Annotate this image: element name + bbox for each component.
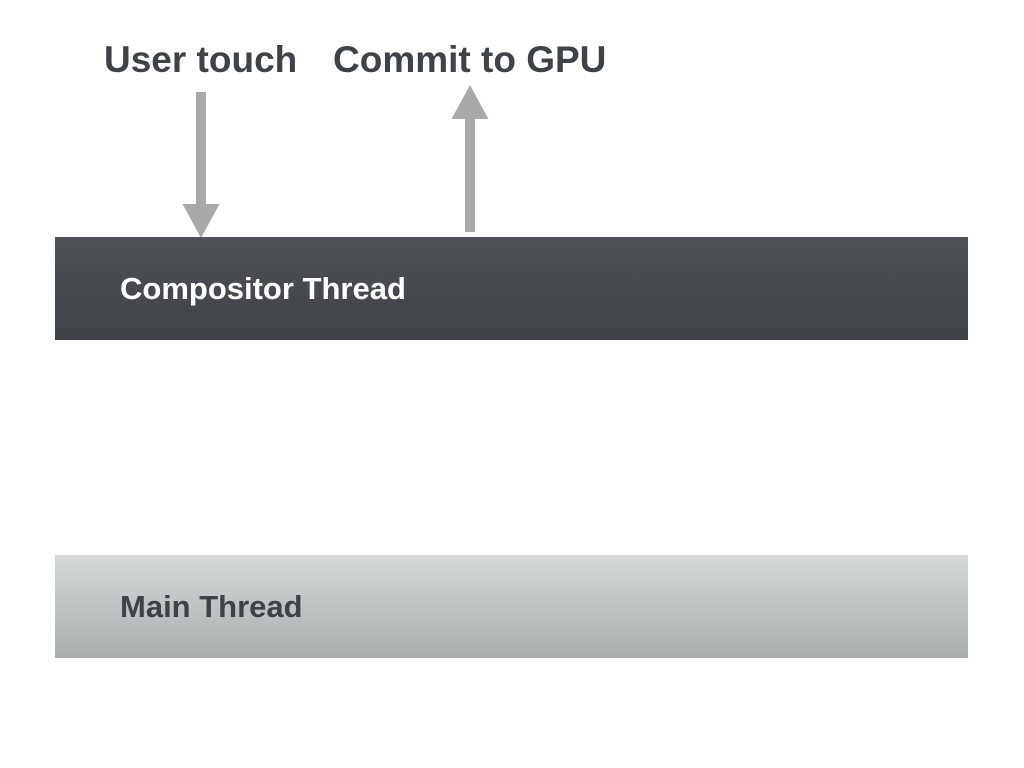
lane-compositor-thread: Compositor Thread (55, 237, 968, 340)
lane-main-thread: Main Thread (55, 555, 968, 658)
arrow-up-icon (451, 85, 489, 232)
lane-main-thread-label: Main Thread (120, 589, 303, 624)
label-user-touch: User touch (104, 39, 298, 80)
label-commit-to-gpu: Commit to GPU (333, 39, 607, 80)
arrow-down-icon (182, 92, 220, 238)
lane-compositor-thread-label: Compositor Thread (120, 271, 406, 306)
